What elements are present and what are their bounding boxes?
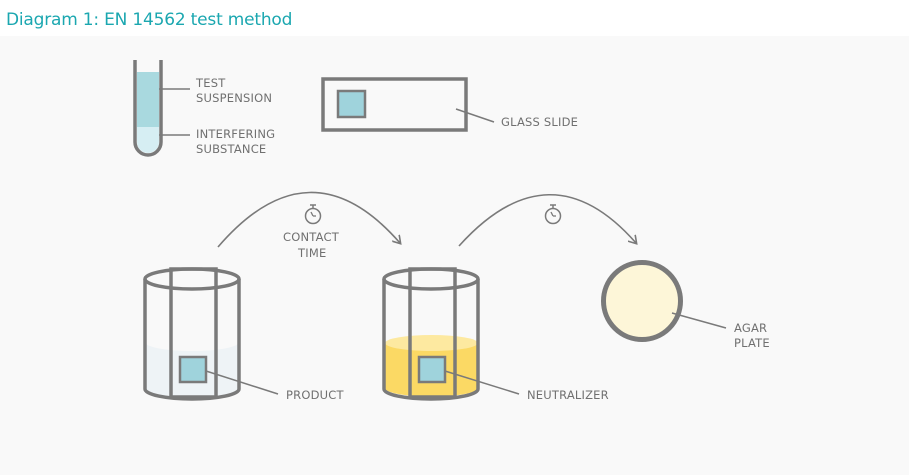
product-label: PRODUCT	[286, 388, 344, 402]
page-title: Diagram 1: EN 14562 test method	[6, 10, 293, 30]
stopwatch-icon	[304, 204, 322, 225]
stopwatch-icon	[544, 204, 562, 225]
test-tube	[133, 60, 163, 157]
plating-arrow	[458, 193, 636, 247]
agar-plate-leader	[671, 312, 727, 329]
glass-slide-label: GLASS SLIDE	[501, 115, 578, 129]
contact-time-label-line2: TIME	[297, 246, 326, 260]
product-leader	[205, 370, 279, 395]
glass-slide-outline	[321, 77, 468, 132]
neutralizer-slide-sample	[417, 355, 447, 384]
neutralizer-leader	[444, 370, 520, 395]
contact-time-label-line1: CONTACT	[283, 230, 340, 244]
test-tube-outline	[133, 60, 163, 157]
product-slide	[169, 267, 218, 399]
neutralizer-beaker	[382, 267, 480, 401]
neutralizer-beaker-body	[382, 279, 480, 401]
svg-text:AGAR PLATE: AGAR PLATE	[734, 321, 771, 350]
neutralizer-beaker-rim	[382, 267, 480, 291]
contact-arrow	[217, 191, 400, 248]
svg-text:INTERFERING SUBSTANCE: INTERFERING SUBSTANCE	[196, 127, 279, 156]
glass-slide-leader	[455, 108, 495, 123]
agar-plate	[601, 260, 683, 342]
svg-text:TEST SUSPENSION: TEST SUSPENSION	[195, 76, 272, 105]
product-beaker-body	[143, 279, 241, 401]
neutralizer-surface	[385, 335, 478, 351]
agar-plate-label-line1: AGAR	[734, 321, 767, 335]
svg-text:CONTACT TIME: CONTACT TIME	[283, 230, 343, 260]
interfering-substance-label-line2: SUBSTANCE	[196, 142, 266, 156]
glass-slide-sample	[336, 89, 367, 119]
product-beaker	[143, 267, 241, 401]
test-suspension-label-line2: SUSPENSION	[196, 91, 272, 105]
interfering-substance-liquid	[137, 127, 159, 153]
product-beaker-rim	[143, 267, 241, 291]
glass-slide	[321, 77, 468, 132]
test-suspension-label-line1: TEST	[195, 76, 226, 90]
test-suspension-liquid	[137, 72, 159, 127]
agar-plate-label-line2: PLATE	[734, 336, 770, 350]
neutralizer-label: NEUTRALIZER	[527, 388, 609, 402]
neutralizer-slide	[408, 267, 457, 399]
product-slide-sample	[178, 355, 208, 384]
interfering-substance-label-line1: INTERFERING	[196, 127, 275, 141]
